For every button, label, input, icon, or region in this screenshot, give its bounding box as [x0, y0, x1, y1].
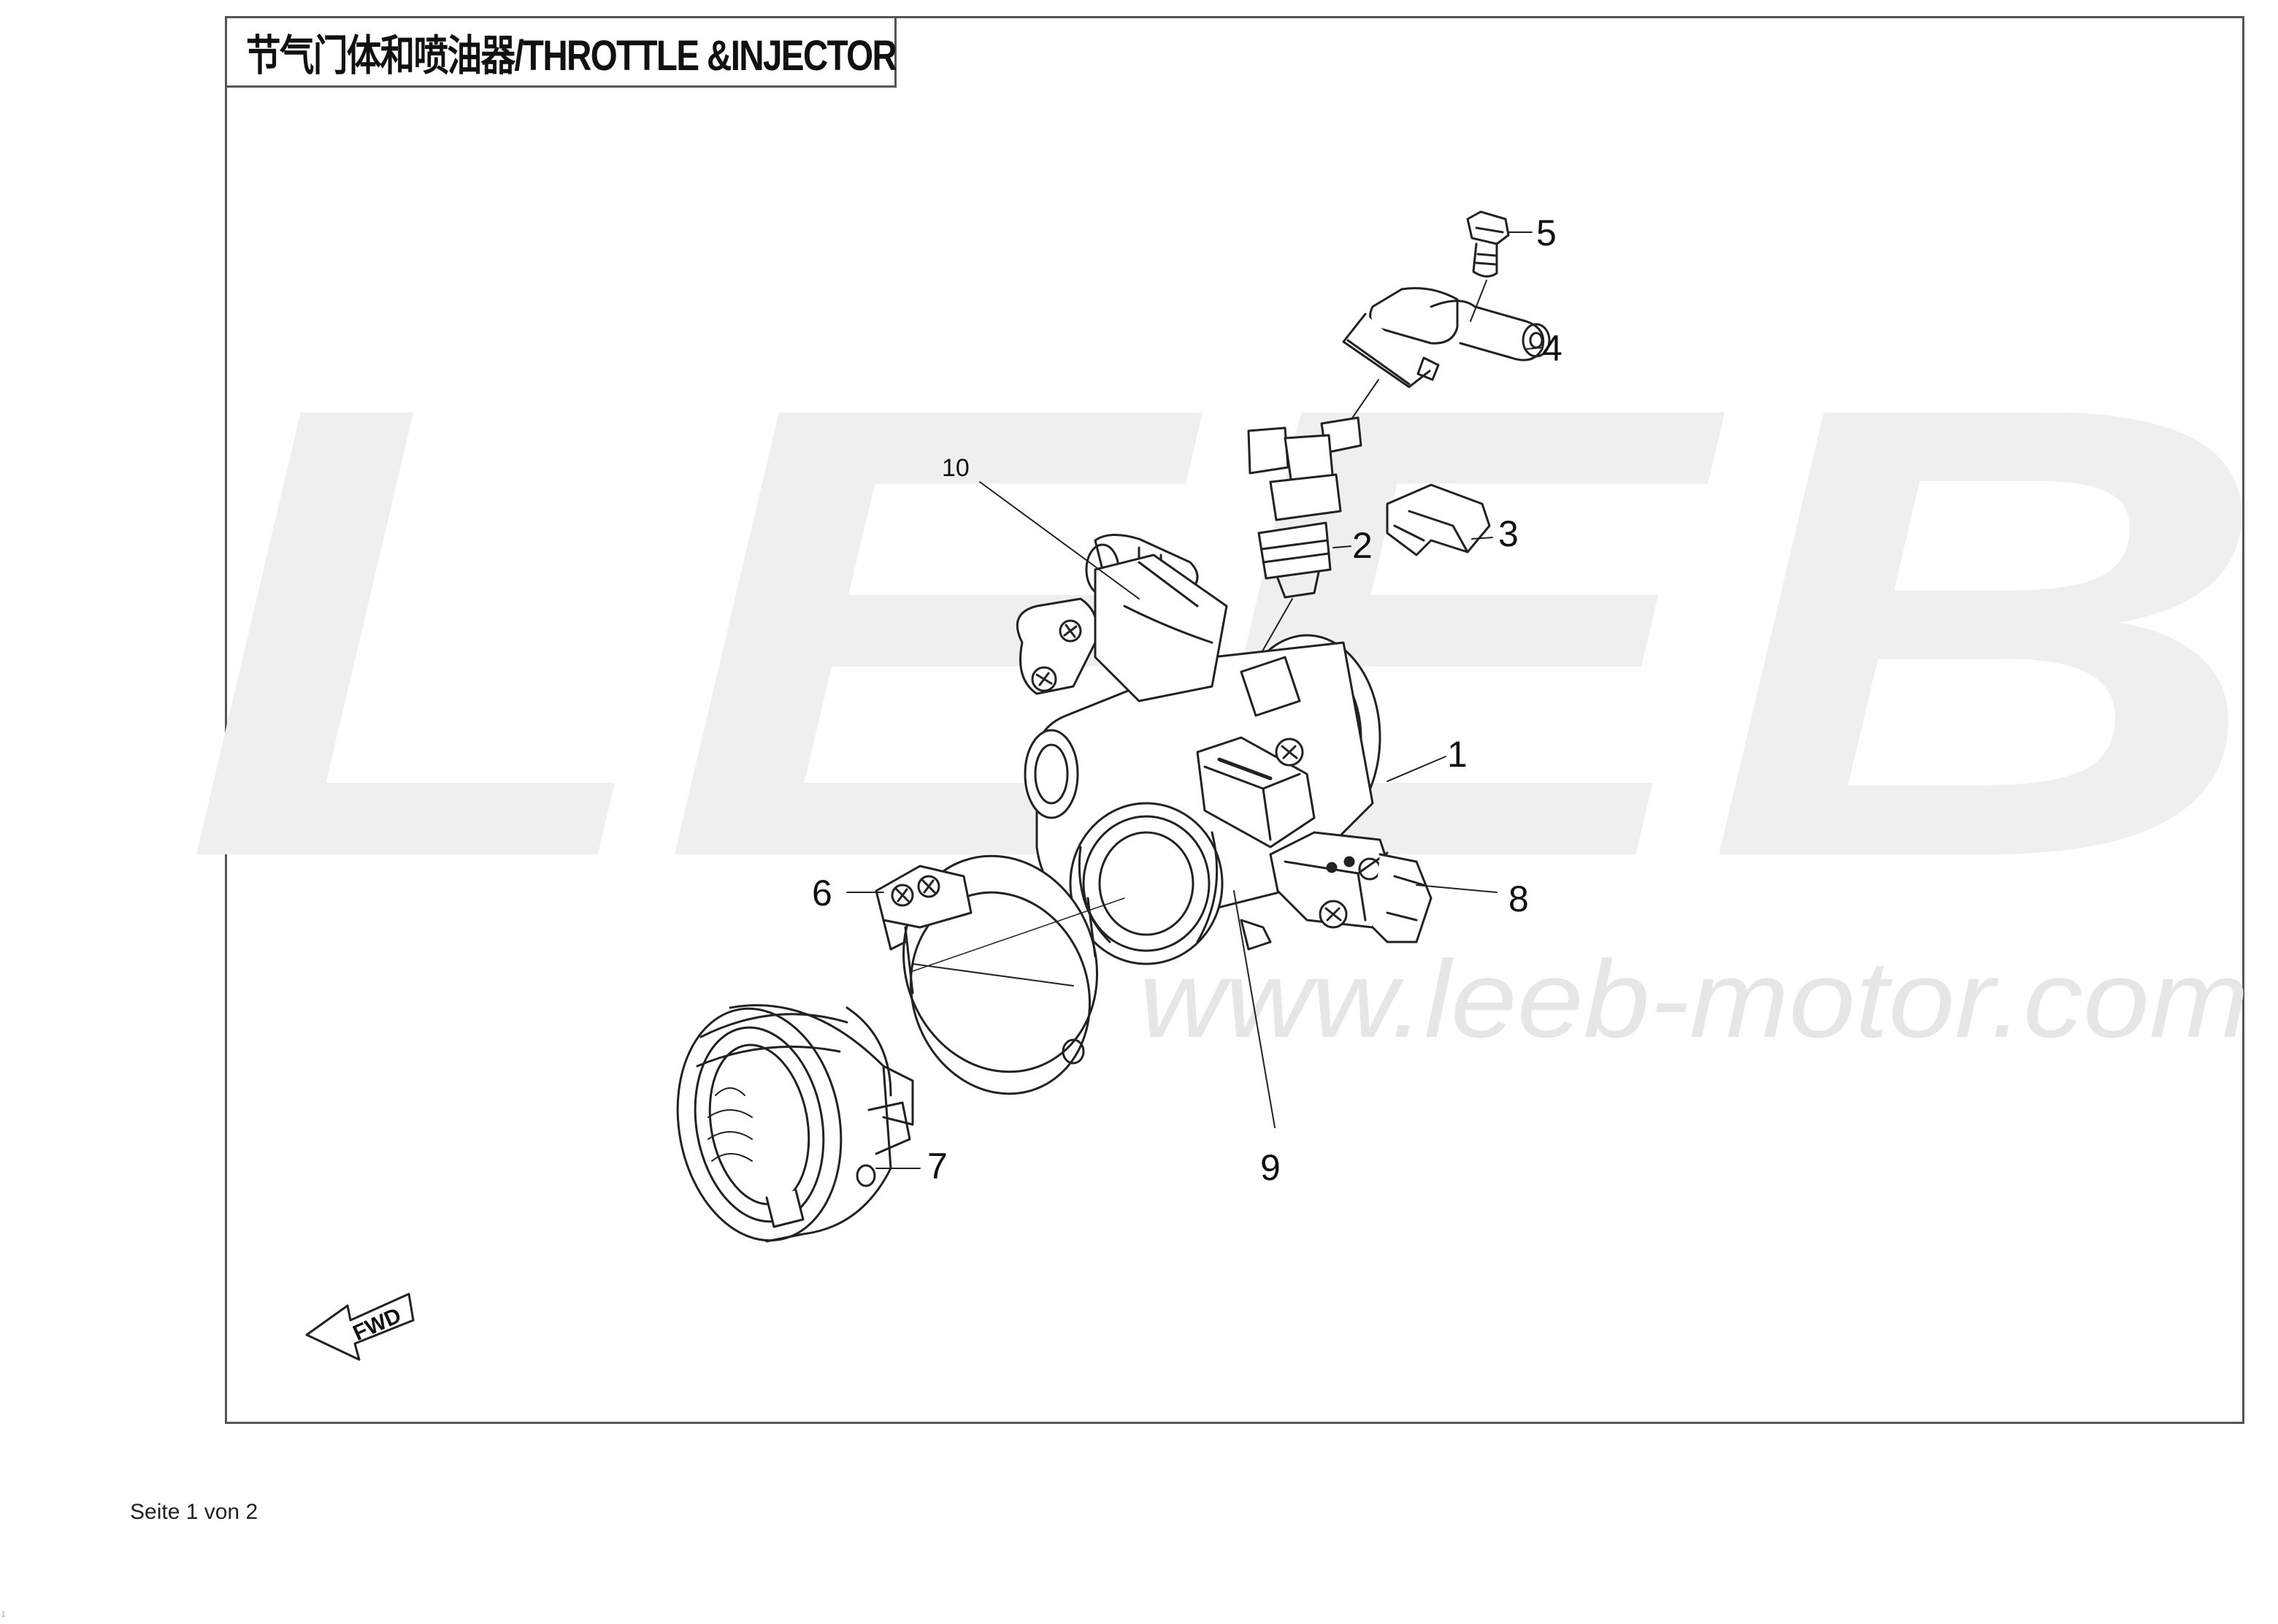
- callout-numbers: 1 2 3 4 5 6 7 8 9 10 FWD: [350, 212, 1562, 1346]
- callout-8: 8: [1508, 878, 1529, 919]
- callout-10: 10: [942, 454, 970, 482]
- title-box: 节气门体和喷油器/THROTTLE &INJECTOR: [225, 16, 897, 88]
- callout-2: 2: [1352, 525, 1373, 566]
- clamp-band-part: [875, 854, 1098, 1095]
- bolt-part: [1466, 210, 1510, 322]
- injector-clip-part: [1386, 483, 1491, 556]
- page-title: 节气门体和喷油器/THROTTLE &INJECTOR: [246, 32, 897, 80]
- diagram-frame: [225, 16, 2244, 1424]
- callout-5: 5: [1536, 212, 1557, 253]
- callout-9: 9: [1260, 1147, 1281, 1188]
- callout-1: 1: [1447, 734, 1468, 775]
- throttle-sensor-part: [1240, 831, 1433, 951]
- callout-4: 4: [1542, 328, 1562, 369]
- page-footer: Seite 1 von 2: [130, 1500, 258, 1524]
- callout-3: 3: [1498, 513, 1519, 554]
- forward-arrow-icon: [305, 1292, 415, 1361]
- corner-mark: 1: [1, 1611, 6, 1619]
- leader-lines: [846, 231, 1543, 1169]
- fuel-hose-elbow-part: [1342, 287, 1551, 432]
- watermark-url: www.leeb-motor.com: [1139, 938, 2249, 1060]
- callout-7: 7: [927, 1146, 948, 1187]
- intake-boot-part: [676, 1004, 914, 1243]
- fuel-injector-part: [1233, 416, 1362, 702]
- callout-6: 6: [812, 873, 832, 914]
